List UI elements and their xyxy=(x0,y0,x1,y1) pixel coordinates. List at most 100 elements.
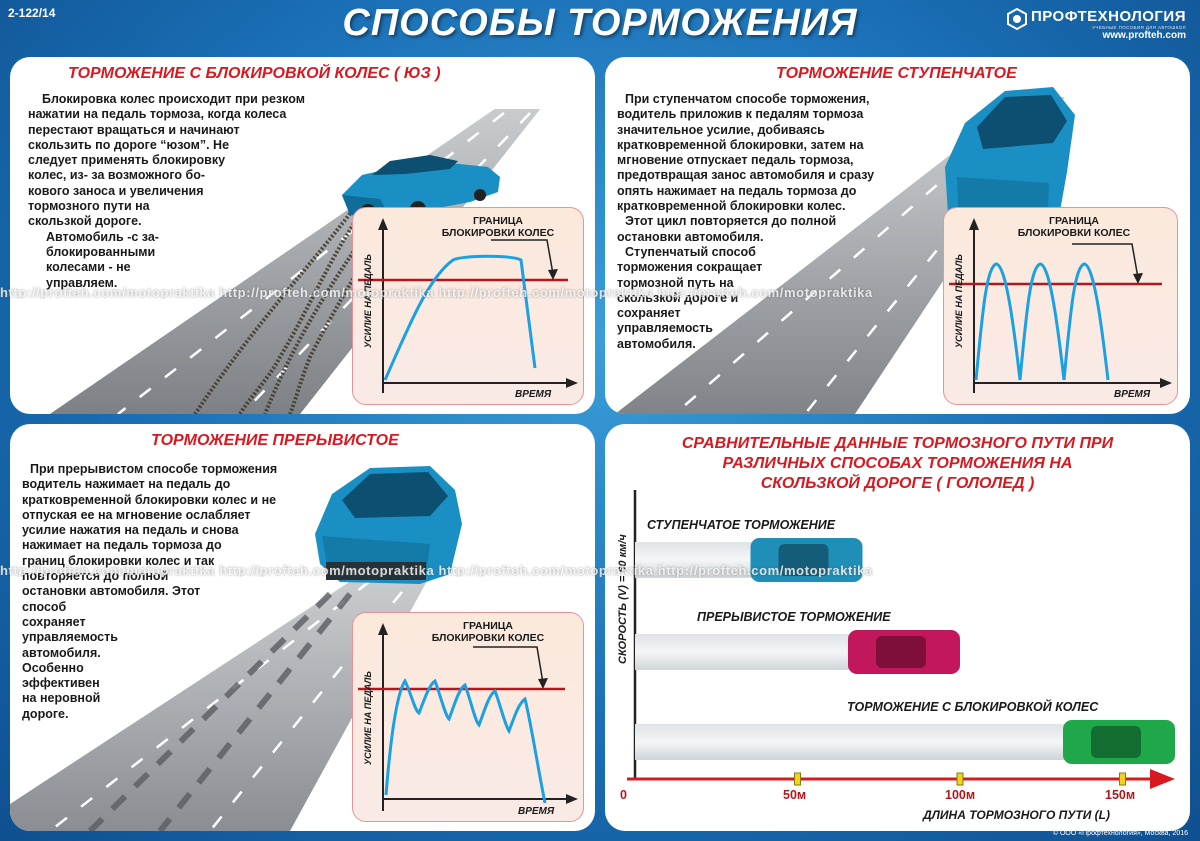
y-axis-arrow xyxy=(378,623,388,635)
pedal-force-graph: ГРАНИЦА БЛОКИРОВКИ КОЛЕС УСИЛИЕ НА ПЕДАЛ… xyxy=(943,207,1178,405)
y-axis-label: СКОРОСТЬ (V) = 60 км/ч xyxy=(617,534,629,664)
text-line: При ступенчатом способе торможения, xyxy=(625,92,870,106)
panel-description: Блокировка колес происходит при резком н… xyxy=(22,92,362,291)
chart-title: СРАВНИТЕЛЬНЫЕ ДАННЫЕ ТОРМОЗНОГО ПУТИ ПРИ… xyxy=(605,434,1190,494)
text-line: автомобиля. xyxy=(617,336,696,351)
tick-label-150: 150м xyxy=(1105,788,1136,802)
text-line: автомобиля. xyxy=(22,645,101,660)
road-illustration xyxy=(10,466,462,831)
text-line: сохраняет xyxy=(617,306,681,321)
text-line: тормозного пути на xyxy=(28,199,150,214)
x-axis-label: ВРЕМЯ xyxy=(518,806,555,817)
panel-comparison-chart: СРАВНИТЕЛЬНЫЕ ДАННЫЕ ТОРМОЗНОГО ПУТИ ПРИ… xyxy=(605,424,1190,831)
chart-title-line: РАЗЛИЧНЫХ СПОСОБАХ ТОРМОЖЕНИЯ НА xyxy=(722,455,1073,472)
limit-pointer-arrow xyxy=(538,678,548,689)
text-line: мгновение отпускает педаль тормоза, xyxy=(617,153,854,168)
pedal-force-curve xyxy=(974,262,1110,381)
text-line: водитель приложив к педалям тормоза xyxy=(617,107,864,122)
text-line: повторяется до полной xyxy=(22,569,169,584)
text-line: значительное усилие, добиваясь xyxy=(617,122,825,137)
brand-name: ПРОФТЕХНОЛОГИЯ xyxy=(1030,8,1186,25)
limit-label-line: БЛОКИРОВКИ КОЛЕС xyxy=(431,632,545,644)
text-line: блокированными xyxy=(46,244,156,259)
text-line: предотвращая занос автомобиля и сразу xyxy=(617,168,875,183)
pedal-force-curve xyxy=(383,254,537,381)
text-line: на неровной xyxy=(22,691,101,706)
text-line: кратковременной блокировки колес. xyxy=(617,199,846,214)
limit-label-line: ГРАНИЦА xyxy=(463,620,513,632)
y-axis-label: УСИЛИЕ НА ПЕДАЛЬ xyxy=(363,671,373,765)
limit-pointer xyxy=(491,239,554,275)
text-line: кратковременной блокировки, затем на xyxy=(617,137,864,152)
tick-mark xyxy=(794,772,801,786)
braking-distance-chart xyxy=(627,490,1175,789)
copyright: © ООО «Профтехнология», Москва, 2016 xyxy=(1052,830,1188,837)
text-line: скользить по дороге “юзом”. Не xyxy=(28,137,230,152)
brand-url[interactable]: www.profteh.com xyxy=(1102,30,1186,41)
y-axis-arrow xyxy=(969,218,979,230)
brand-logo-icon xyxy=(1007,8,1027,30)
page-title: СПОСОБЫ ТОРМОЖЕНИЯ xyxy=(342,2,858,44)
tick-label-50: 50м xyxy=(783,788,807,802)
bar-label-intermittent: ПРЕРЫВИСТОЕ ТОРМОЖЕНИЕ xyxy=(697,610,891,624)
text-line: способ xyxy=(22,599,67,614)
tick-label-0: 0 xyxy=(620,788,627,802)
car-icon xyxy=(315,466,462,584)
pedal-force-graph: ГРАНИЦА БЛОКИРОВКИ КОЛЕС УСИЛИЕ НА ПЕДАЛ… xyxy=(352,207,584,405)
text-line: отпуская ее на мгновение ослабляет xyxy=(22,507,251,522)
text-line: управляемость xyxy=(22,630,118,645)
text-line: скользкой дороге и xyxy=(617,290,739,305)
panel-intermittent-braking: ТОРМОЖЕНИЕ ПРЕРЫВИСТОЕ При прерывистом с… xyxy=(10,424,595,831)
brand: ПРОФТЕХНОЛОГИЯ УЧЕБНЫЕ ПОСОБИЯ ДЛЯ АВТОШ… xyxy=(1031,8,1186,41)
panel-description: При прерывистом способе торможения водит… xyxy=(22,462,342,722)
brand-tagline: УЧЕБНЫЕ ПОСОБИЯ ДЛЯ АВТОШКОЛ xyxy=(1092,25,1186,30)
limit-label: ГРАНИЦА БЛОКИРОВКИ КОЛЕС xyxy=(428,215,568,239)
y-axis-arrow xyxy=(378,218,388,230)
x-axis-arrow xyxy=(1150,769,1175,789)
y-axis-label: УСИЛИЕ НА ПЕДАЛЬ xyxy=(363,254,373,348)
limit-pointer xyxy=(1072,243,1139,279)
text-line: усилие нажатия на педаль и снова xyxy=(22,523,239,538)
text-line: Автомобиль -с за- xyxy=(46,229,159,244)
poster-code: 2-122/14 xyxy=(8,6,56,20)
text-line: дороге. xyxy=(22,706,69,721)
limit-label-line: ГРАНИЦА xyxy=(473,215,523,227)
text-line: скользкой дороге. xyxy=(28,214,142,229)
text-line: следует применять блокировку xyxy=(28,153,226,168)
limit-label-line: ГРАНИЦА xyxy=(1049,215,1099,227)
bar-label-locked: ТОРМОЖЕНИЕ С БЛОКИРОВКОЙ КОЛЕС xyxy=(847,700,1099,714)
y-axis-label: УСИЛИЕ НА ПЕДАЛЬ xyxy=(954,254,964,348)
text-line: При прерывистом способе торможения xyxy=(30,462,278,476)
panel-locked-braking: ТОРМОЖЕНИЕ С БЛОКИРОВКОЙ КОЛЕС ( ЮЗ ) Бл… xyxy=(10,57,595,414)
x-axis-label: ВРЕМЯ xyxy=(515,389,552,400)
tick-label-100: 100м xyxy=(945,788,976,802)
text-line: кратковременной блокировки колес и не xyxy=(22,492,277,507)
pedal-force-curve xyxy=(384,678,547,804)
text-line: нажатии на педаль тормоза, когда колеса xyxy=(28,107,287,122)
car-icon xyxy=(750,538,863,582)
chart-title-line: СКОЛЬЗКОЙ ДОРОГЕ ( ГОЛОЛЕД ) xyxy=(760,475,1035,492)
tick-mark xyxy=(956,772,964,786)
text-line: эффективен xyxy=(22,676,100,691)
text-line: остановки автомобиля. xyxy=(617,229,764,244)
road-illustration xyxy=(50,109,540,414)
panel-title: ТОРМОЖЕНИЕ ПРЕРЫВИСТОЕ xyxy=(151,432,399,449)
text-line: кового заноса и увеличения xyxy=(28,183,204,198)
text-line: колесами - не xyxy=(46,260,131,275)
text-line: тормозной путь на xyxy=(617,275,734,290)
text-line: Блокировка колес происходит при резком xyxy=(42,92,305,106)
limit-label-line: БЛОКИРОВКИ КОЛЕС xyxy=(441,227,555,239)
text-line: управляемость xyxy=(617,321,713,336)
x-axis-label: ДЛИНА ТОРМОЗНОГО ПУТИ (L) xyxy=(923,808,1111,822)
x-axis-arrow xyxy=(566,794,578,804)
text-line: Особенно xyxy=(22,660,84,675)
panel-stepped-braking: ТОРМОЖЕНИЕ СТУПЕНЧАТОЕ При ступенчатом с… xyxy=(605,57,1190,414)
text-line: Этот цикл повторяется до полной xyxy=(625,214,837,229)
bar-label-stepped: СТУПЕНЧАТОЕ ТОРМОЖЕНИЕ xyxy=(647,518,836,532)
limit-pointer-arrow xyxy=(1133,273,1143,284)
panel-title: ТОРМОЖЕНИЕ СТУПЕНЧАТОЕ xyxy=(776,65,1017,82)
text-line: опять нажимает на педаль тормоза до xyxy=(617,183,857,198)
limit-label: ГРАНИЦА БЛОКИРОВКИ КОЛЕС xyxy=(423,620,553,644)
limit-label: ГРАНИЦА БЛОКИРОВКИ КОЛЕС xyxy=(999,215,1149,239)
car-icon xyxy=(1063,720,1175,764)
